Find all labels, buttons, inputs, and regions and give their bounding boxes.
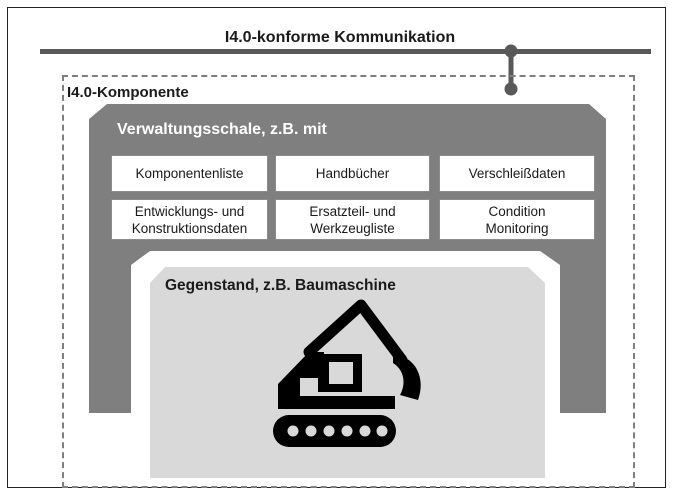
cell-condition-monitoring: Condition Monitoring [439, 199, 595, 240]
cell-spare-parts: Ersatzteil- und Werkzeugliste [275, 199, 430, 240]
communication-title: I4.0-konforme Kommunikation [224, 29, 456, 46]
component-label: I4.0-Komponente [67, 84, 189, 101]
component-boundary [62, 75, 635, 488]
communication-bus [40, 49, 651, 54]
cell-manuals: Handbücher [275, 155, 430, 192]
shell-title: Verwaltungsschale, z.B. mit [117, 121, 327, 138]
cell-design-data: Entwicklungs- und Konstruktionsdaten [111, 199, 268, 240]
asset-title: Gegenstand, z.B. Baumaschine [165, 277, 396, 294]
cell-component-list: Komponentenliste [111, 155, 268, 192]
cell-wear-data: Verschleißdaten [439, 155, 595, 192]
